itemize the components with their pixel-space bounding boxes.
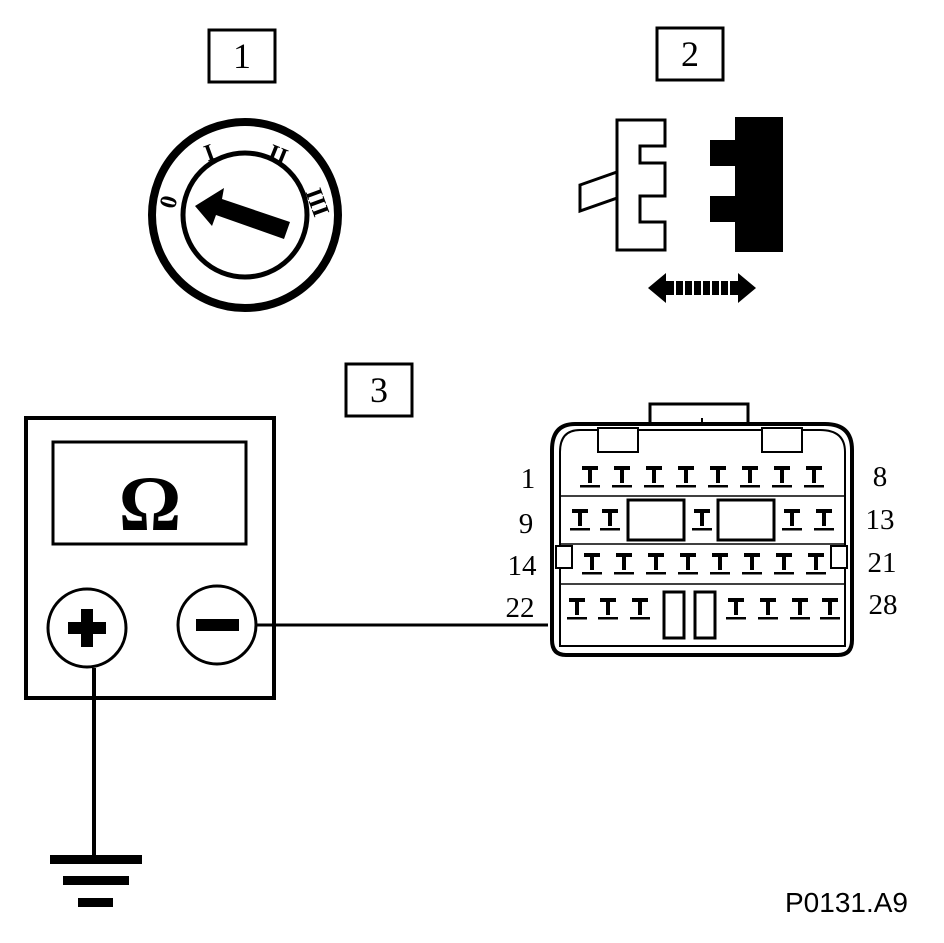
multimeter: Ω (24, 416, 276, 700)
step-3-badge: 3 (344, 362, 414, 418)
connector-pin (758, 598, 778, 620)
ground-icon (50, 855, 142, 907)
connector-pin (820, 598, 840, 620)
connector-pin (598, 598, 618, 620)
connector-pin (570, 509, 590, 531)
connector-pin (814, 509, 834, 531)
step-1-badge: 1 (207, 28, 277, 84)
connector-pin (692, 509, 712, 531)
pin-label-14: 14 (508, 550, 538, 582)
ignition-switch-icon: 0 I II III (148, 118, 342, 312)
step-3-label: 3 (370, 370, 388, 410)
connector-row-labels: 1 9 14 22 8 13 21 28 (506, 461, 898, 624)
ohm-symbol: Ω (119, 460, 181, 547)
connector-pin (582, 553, 602, 575)
connector-pin (782, 509, 802, 531)
pin-label-8: 8 (873, 461, 888, 493)
pin-label-1: 1 (521, 463, 536, 495)
meter-display (51, 440, 248, 546)
connector-pin (806, 553, 826, 575)
connector-pin (710, 553, 730, 575)
connector-disconnect-icon (578, 117, 783, 303)
ignition-pointer-icon (195, 188, 290, 239)
connector-pin (567, 598, 587, 620)
connector-pin (774, 553, 794, 575)
pin-label-22: 22 (506, 592, 535, 624)
connector-pin (726, 598, 746, 620)
connector-pins (567, 466, 840, 620)
connector-pin (740, 466, 760, 488)
connector-pin (678, 553, 698, 575)
connector-pin (644, 466, 664, 488)
connector-pin (804, 466, 824, 488)
connector-pin (676, 466, 696, 488)
step-1-label: 1 (233, 36, 251, 76)
connector-pin (580, 466, 600, 488)
connector-pin (646, 553, 666, 575)
pin-label-21: 21 (868, 547, 897, 579)
reference-code: P0131.A9 (785, 887, 908, 918)
connector-pin (612, 466, 632, 488)
connector-pin (790, 598, 810, 620)
connector-pin (614, 553, 634, 575)
connector-pin (742, 553, 762, 575)
pin-label-9: 9 (519, 508, 534, 540)
connector-pin (708, 466, 728, 488)
double-arrow-icon (648, 273, 756, 303)
step-2-label: 2 (681, 34, 699, 74)
connector-pin (772, 466, 792, 488)
pin-label-13: 13 (866, 504, 895, 536)
connector-pin (600, 509, 620, 531)
step-2-badge: 2 (655, 26, 725, 82)
connector-pin (630, 598, 650, 620)
connector-face (550, 402, 854, 657)
pin-label-28: 28 (869, 589, 898, 621)
